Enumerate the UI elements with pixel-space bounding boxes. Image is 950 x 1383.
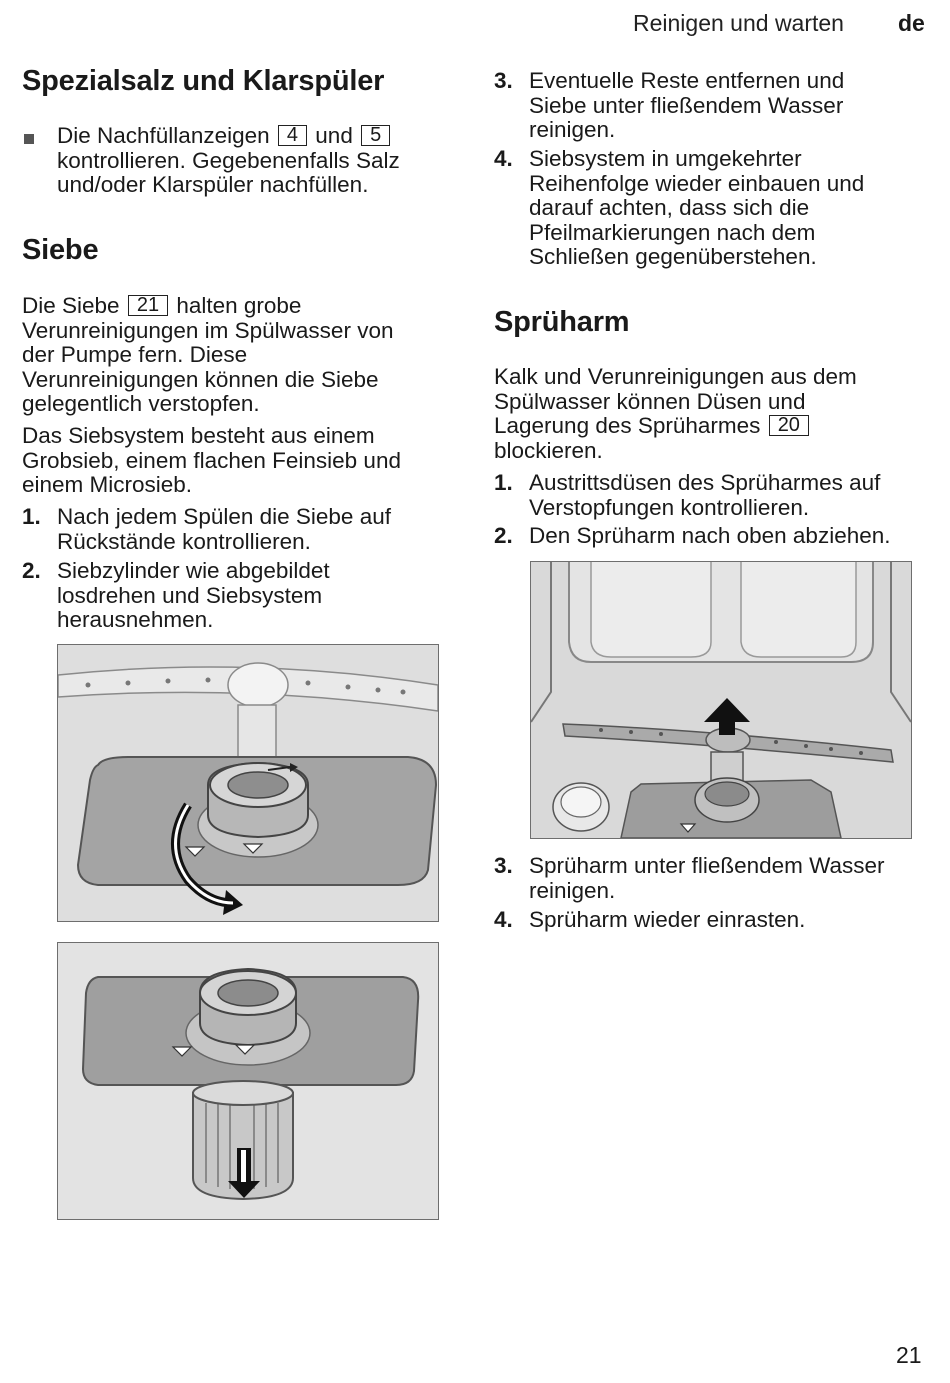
siebe-p1-text-b: halten grobe	[176, 293, 302, 318]
step-text-line1: Sprüharm unter fließendem Wasser	[529, 853, 885, 878]
spruharm-p1-line1: Kalk und Verunreinigungen aus dem	[494, 364, 857, 389]
step-text-line1: Siebzylinder wie abgebildet	[57, 558, 330, 583]
ref-number-4: 4	[277, 125, 308, 146]
running-header-section: Reinigen und warten	[633, 10, 844, 36]
heading-spezialsalz: Spezialsalz und Klarspüler	[22, 65, 385, 97]
siebe-p1-line3: der Pumpe fern. Diese	[22, 342, 248, 368]
bullet-text-line3: und/oder Klarspüler nachfüllen.	[57, 172, 369, 198]
step-siebe-1: 1. Nach jedem Spülen die Siebe auf Rücks…	[22, 504, 452, 557]
step-spruharm-1: 1. Austrittsdüsen des Sprüharmes auf Ver…	[494, 470, 934, 523]
running-header-language: de	[898, 10, 925, 36]
illustration-remove-filter	[57, 942, 439, 1220]
step-siebe-2: 2. Siebzylinder wie abgebildet losdrehen…	[22, 558, 452, 635]
step-number: 2.	[22, 558, 41, 583]
step-number: 3.	[494, 68, 513, 93]
step-number: 4.	[494, 146, 513, 171]
paragraph-spruharm-intro: Kalk und Verunreinigungen aus dem Spülwa…	[494, 364, 934, 463]
siebe-p1-line2: Verunreinigungen im Spülwasser von	[22, 317, 394, 343]
step-number: 2.	[494, 523, 513, 548]
step-spruharm-2: 2. Den Sprüharm nach oben abziehen.	[494, 523, 934, 552]
step-text-line2: Siebe unter fließendem Wasser	[529, 92, 844, 118]
step-number: 3.	[494, 853, 513, 878]
step-text-line2: reinigen.	[529, 877, 616, 903]
siebe-p2-line1: Das Siebsystem besteht aus einem	[22, 423, 375, 448]
step-text-line1: Sprüharm wieder einrasten.	[529, 907, 806, 932]
step-number: 1.	[494, 470, 513, 495]
step-text-line1: Siebsystem in umgekehrter	[529, 146, 802, 171]
paragraph-siebsystem: Das Siebsystem besteht aus einem Grobsie…	[22, 423, 452, 498]
spruharm-p1-line4: blockieren.	[494, 437, 603, 463]
siebe-p2-line3: einem Microsieb.	[22, 472, 193, 498]
paragraph-siebe-intro: Die Siebe 21 halten grobe Verunreinigung…	[22, 293, 452, 417]
heading-spruharm: Sprüharm	[494, 306, 630, 338]
siebe-p1-text-a: Die Siebe	[22, 293, 120, 318]
heading-siebe: Siebe	[22, 234, 99, 266]
step-text-line1: Austrittsdüsen des Sprüharmes auf	[529, 470, 881, 495]
step-text-line3: herausnehmen.	[57, 607, 214, 633]
siebe-p1-line5: gelegentlich verstopfen.	[22, 391, 260, 417]
siebe-p1-line4: Verunreinigungen können die Siebe	[22, 366, 379, 392]
step-text-line1: Eventuelle Reste entfernen und	[529, 68, 845, 93]
step-text-line2: Rückstände kontrollieren.	[57, 528, 311, 554]
ref-number-21: 21	[127, 295, 169, 316]
step-text-line1: Nach jedem Spülen die Siebe auf	[57, 504, 391, 529]
bullet-item-nachfuellanzeigen: Die Nachfüllanzeigen 4 und 5 kontrollier…	[22, 123, 442, 200]
page-number: 21	[896, 1342, 922, 1368]
ref-number-20: 20	[768, 415, 809, 437]
spruharm-p1-line2: Spülwasser können Düsen und	[494, 388, 806, 414]
step-number: 1.	[22, 504, 41, 529]
bullet-text-und: und	[315, 123, 353, 148]
step-text-line2: losdrehen und Siebsystem	[57, 582, 323, 608]
bullet-text-line2: kontrollieren. Gegebenenfalls Salz	[57, 147, 400, 173]
illustration-remove-spray-arm	[530, 561, 912, 839]
step-text-line1: Den Sprüharm nach oben abziehen.	[529, 523, 891, 548]
square-bullet-icon	[24, 134, 34, 144]
siebe-p2-line2: Grobsieb, einem flachen Feinsieb und	[22, 447, 401, 473]
step-spruharm-3: 3. Sprüharm unter fließendem Wasser rein…	[494, 853, 934, 906]
step-siebe-4: 4. Siebsystem in umgekehrter Reihenfolge…	[494, 146, 934, 273]
illustration-unscrew-filter	[57, 644, 439, 922]
step-text-line3: darauf achten, dass sich die	[529, 195, 810, 221]
step-text-line4: Pfeilmarkierungen nach dem	[529, 219, 816, 245]
step-siebe-3: 3. Eventuelle Reste entfernen und Siebe …	[494, 68, 934, 145]
step-spruharm-4: 4. Sprüharm wieder einrasten.	[494, 907, 934, 936]
bullet-text-a: Die Nachfüllanzeigen	[57, 123, 270, 148]
step-number: 4.	[494, 907, 513, 932]
step-text-line3: reinigen.	[529, 117, 616, 143]
step-text-line2: Reihenfolge wieder einbauen und	[529, 170, 865, 196]
step-text-line5: Schließen gegenüberstehen.	[529, 244, 817, 270]
ref-number-5: 5	[361, 125, 391, 146]
spruharm-p1-line3: Lagerung des Sprüharmes	[494, 413, 761, 439]
step-text-line2: Verstopfungen kontrollieren.	[529, 494, 810, 520]
